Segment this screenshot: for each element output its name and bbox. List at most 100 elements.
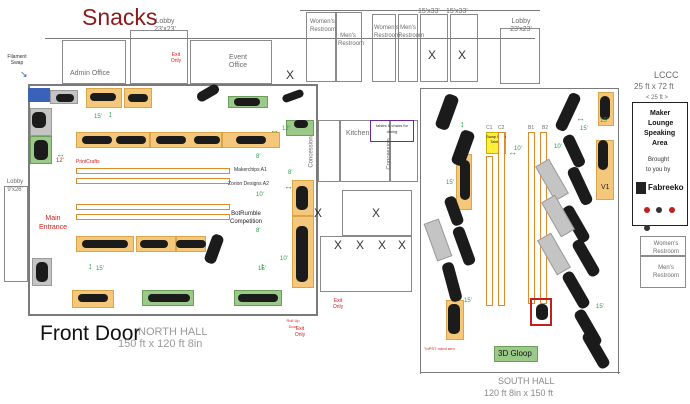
arrow-8: ↕ bbox=[260, 261, 265, 271]
table-row-4 bbox=[76, 214, 230, 220]
concession1-label: Concession bbox=[308, 136, 315, 168]
col-b2: B2 bbox=[542, 125, 549, 131]
dist-5: 8' bbox=[256, 154, 261, 160]
admin-office-room bbox=[62, 40, 126, 84]
arrow-16: ↔ bbox=[284, 181, 293, 191]
redacted-s5 bbox=[451, 225, 477, 267]
v1-label: V1 bbox=[601, 184, 610, 191]
exit-only-bottom2: Exit Only bbox=[294, 326, 306, 338]
filament-arrow-icon: ↘ bbox=[20, 69, 28, 79]
redacted-s13 bbox=[560, 269, 592, 311]
lobby-left-label: Lobby 9'x26' bbox=[6, 179, 24, 193]
redacted-15 bbox=[140, 240, 168, 248]
dist-12: 10' bbox=[554, 144, 562, 150]
snacks-title: Snacks bbox=[82, 4, 158, 30]
redacted-20 bbox=[238, 294, 278, 302]
maker-lounge-line2: Lounge bbox=[648, 120, 674, 127]
dist-15: 15' bbox=[600, 118, 608, 124]
concession2-label: Concession bbox=[386, 138, 393, 170]
dist-16: 8' bbox=[288, 170, 293, 176]
x-mark-3: X bbox=[286, 68, 295, 82]
lccc-size: 25 ft x 72 ft bbox=[634, 82, 674, 91]
lobby-top-right-label: Lobby 23'x23' bbox=[510, 18, 532, 33]
kitchen-label: Kitchen bbox=[346, 130, 370, 137]
arrow-4: ↔ bbox=[270, 125, 279, 135]
dist-4: 12' bbox=[282, 126, 290, 132]
dist-3: 12' bbox=[56, 158, 64, 164]
x-mark-5: X bbox=[334, 238, 343, 252]
x-mark-7: X bbox=[378, 238, 387, 252]
brought-label: Brought bbox=[648, 157, 670, 163]
redacted-7 bbox=[82, 136, 112, 144]
sponsor-label: Fabreeko bbox=[648, 183, 684, 192]
south-hall-size: 120 ft 8in x 150 ft bbox=[484, 388, 554, 398]
womens-restroom-top-label: Women's Restroom bbox=[310, 19, 337, 33]
botrumble-label: BotRumble Competition bbox=[229, 211, 262, 225]
admin-office-label: Admin Office bbox=[70, 70, 110, 77]
south-wall-top bbox=[420, 88, 618, 89]
redacted-s9 bbox=[561, 133, 587, 169]
redacted-22 bbox=[296, 226, 308, 282]
redacted-s1 bbox=[434, 92, 460, 132]
event-office-label: Event Office bbox=[228, 54, 248, 69]
arrow-2: ↕ bbox=[88, 261, 93, 271]
dist-8: 15' bbox=[258, 266, 266, 272]
fabreeko-logo-icon bbox=[636, 182, 646, 194]
lobby-left-room bbox=[4, 186, 28, 282]
south-hall-name: SOUTH HALL bbox=[498, 376, 555, 386]
lobby-top-label: Lobby 23'x23' bbox=[154, 18, 176, 33]
mens-restroom-right bbox=[640, 256, 686, 288]
redacted-14 bbox=[82, 240, 128, 248]
redacted-s15 bbox=[600, 96, 610, 120]
arrow-1: ↕ bbox=[108, 109, 113, 119]
room-15x33-b bbox=[450, 14, 478, 82]
top-building-line bbox=[45, 38, 535, 39]
lccc-name: LCCC bbox=[654, 70, 679, 80]
redacted-21 bbox=[296, 186, 308, 210]
arrow-11: ↔ bbox=[576, 113, 585, 123]
redacted-10 bbox=[194, 136, 220, 144]
maker-lounge-line4: Area bbox=[652, 140, 668, 147]
arrow-10: ↔ bbox=[508, 147, 517, 157]
mens-restroom-top-label: Men's Restroom bbox=[338, 33, 365, 47]
dist-6: 10' bbox=[256, 192, 264, 198]
concession1-room bbox=[318, 120, 340, 182]
to-you-by-label: to you by bbox=[646, 167, 671, 173]
womens-restroom-top bbox=[306, 12, 336, 82]
dims-a-label: 15'x33' bbox=[418, 8, 440, 15]
redacted-s7 bbox=[448, 304, 460, 334]
redacted-s8 bbox=[554, 91, 582, 133]
lobby-top-room bbox=[130, 30, 188, 84]
col-b1: B1 bbox=[528, 125, 535, 131]
exit-only-bottom1: Exit Only bbox=[332, 298, 344, 310]
x-mark-2: X bbox=[458, 48, 467, 62]
tables-chairs-label: tables & chairs for dining bbox=[375, 123, 408, 134]
redacted-12 bbox=[32, 112, 46, 128]
col-c1: C1 bbox=[486, 125, 493, 131]
tables-chairs-box bbox=[370, 120, 414, 142]
lower-mid-room2 bbox=[320, 236, 412, 292]
x-mark-9: X bbox=[398, 238, 407, 252]
redacted-s6 bbox=[441, 261, 463, 303]
redacted-11 bbox=[236, 136, 266, 144]
redacted-9 bbox=[156, 136, 186, 144]
redacted-23 bbox=[294, 120, 308, 128]
dist-13: 15' bbox=[464, 298, 472, 304]
event-office-room bbox=[190, 40, 272, 84]
redacted-s3 bbox=[460, 160, 470, 200]
north-wall-right bbox=[316, 84, 318, 316]
dist-2: 15' bbox=[96, 266, 104, 272]
north-wall-top bbox=[28, 84, 318, 86]
roll-up-door-label: Roll Up Door bbox=[286, 318, 300, 329]
south-wall-left bbox=[420, 88, 421, 374]
mens-restroom-top2-label: Men's Restroom bbox=[398, 25, 425, 39]
redacted-8 bbox=[116, 136, 146, 144]
lobby-top-right-room bbox=[500, 28, 540, 84]
x-mark-8: X bbox=[314, 206, 323, 220]
kitchen-room bbox=[340, 120, 390, 182]
table-row-2 bbox=[76, 178, 230, 184]
table-col-b1 bbox=[528, 132, 535, 304]
badge-icons bbox=[644, 200, 684, 231]
top-building-line2 bbox=[300, 10, 540, 11]
x-mark-6: X bbox=[356, 238, 365, 252]
